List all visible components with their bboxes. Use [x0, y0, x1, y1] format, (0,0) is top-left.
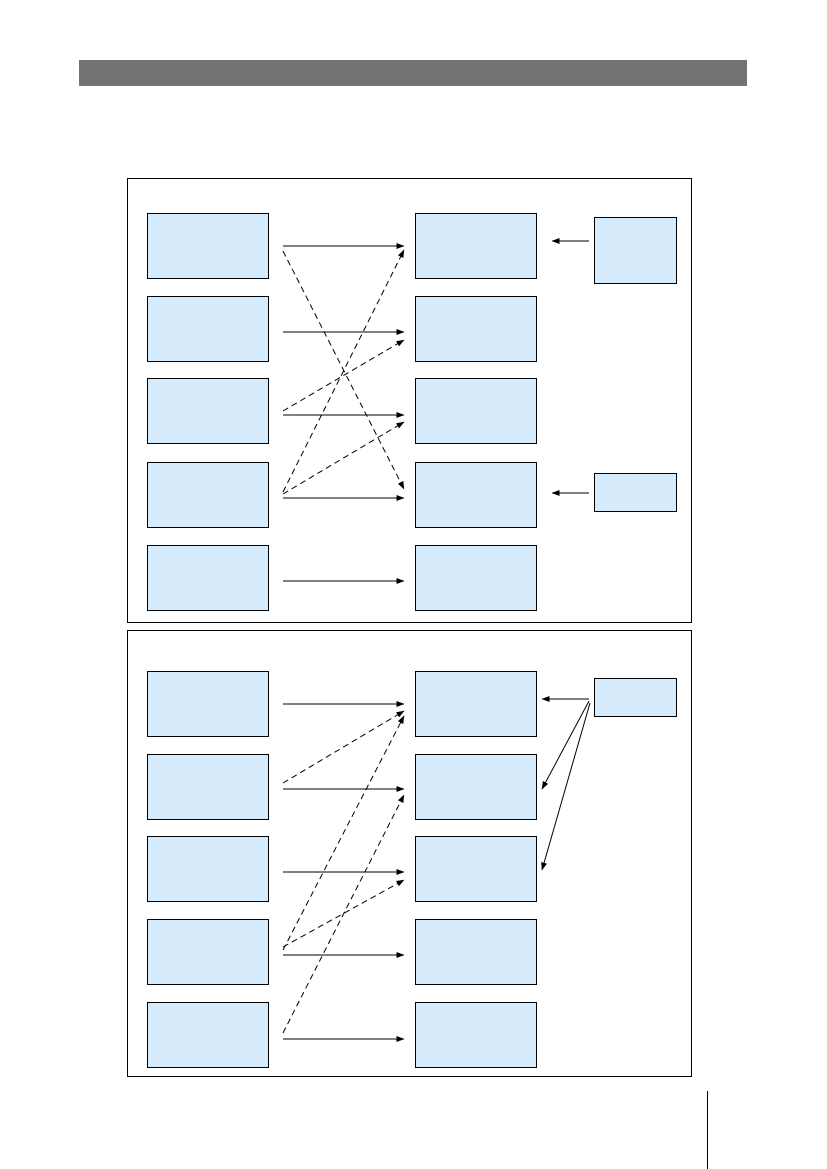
bottom-side-link-3 [541, 702, 591, 871]
bottom-left-node-5 [147, 1002, 269, 1068]
top-left-node-5 [147, 545, 269, 611]
bottom-right-node-2 [415, 754, 537, 820]
bottom-right-node-1 [415, 671, 537, 737]
top-right-node-4 [415, 462, 537, 528]
bottom-left-node-2 [147, 754, 269, 820]
bottom-right-node-3 [415, 836, 537, 902]
top-dashed-link-1 [282, 250, 405, 490]
bottom-left-node-3 [147, 836, 269, 902]
top-right-node-3 [415, 378, 537, 444]
top-left-node-3 [147, 378, 269, 444]
top-right-node-2 [415, 296, 537, 362]
top-right-node-5 [415, 545, 537, 611]
header-bar [79, 60, 747, 86]
bottom-dashed-link-4 [282, 794, 405, 1034]
top-side-node-1 [594, 217, 677, 284]
top-right-node-1 [415, 213, 537, 279]
bottom-left-node-1 [147, 671, 269, 737]
top-dashed-link-3 [282, 249, 405, 493]
bottom-dashed-link-3 [282, 879, 405, 948]
page-edge-rule [707, 1091, 708, 1169]
top-left-node-2 [147, 296, 269, 362]
top-side-node-2 [594, 473, 677, 512]
bottom-dashed-link-1 [282, 710, 405, 784]
bottom-right-node-4 [415, 919, 537, 985]
top-left-node-1 [147, 213, 269, 279]
top-dashed-link-4 [282, 421, 405, 495]
top-dashed-link-2 [282, 339, 405, 412]
top-left-node-4 [147, 462, 269, 528]
bottom-side-node-1 [594, 678, 677, 717]
bottom-side-link-2 [541, 700, 590, 790]
bottom-dashed-link-2 [282, 715, 405, 951]
bottom-right-node-5 [415, 1002, 537, 1068]
bottom-left-node-4 [147, 919, 269, 985]
